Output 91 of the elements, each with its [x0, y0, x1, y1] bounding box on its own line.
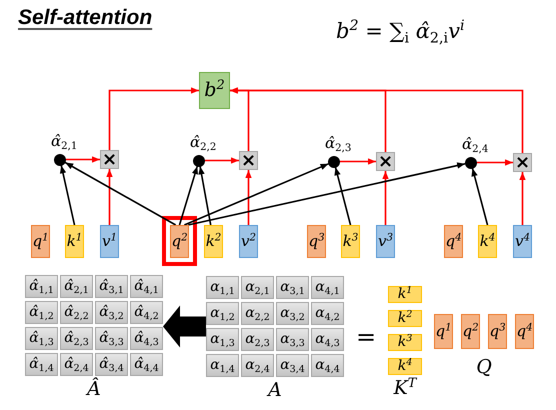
multiply-node: ×	[100, 150, 119, 169]
query-tile: q$^{2}$	[170, 225, 189, 258]
matrix-cell: α$_{2,1}$	[241, 276, 274, 299]
key-tile: k$^{3}$	[341, 225, 360, 258]
arrow	[205, 157, 239, 164]
matrix-cell: α$_{1,1}$	[206, 276, 239, 299]
score-label: α̂$_{2,2}$	[190, 135, 216, 150]
arrow	[198, 166, 212, 226]
matrix-cell: α̂$_{2,4}$	[60, 353, 93, 376]
key-tile: k$^{2}$	[204, 225, 223, 258]
matrix-cell: α̂$_{3,1}$	[95, 275, 128, 298]
query-tile: q$^{3}$	[307, 225, 326, 258]
matrix-cell: α$_{4,4}$	[311, 354, 344, 377]
key-tile: k$^{2}$	[388, 310, 422, 327]
arrow	[471, 168, 488, 226]
arrow	[340, 158, 376, 165]
matrix-cell: α̂$_{2,3}$	[60, 327, 93, 350]
value-tile: v$^{4}$	[513, 225, 532, 258]
query-tile: q$^{4}$	[515, 314, 534, 349]
matrix-cell: α$_{3,1}$	[276, 276, 309, 299]
multiply-node: ×	[376, 152, 395, 171]
score-dot	[54, 154, 66, 166]
matrix-cell: α$_{3,2}$	[276, 302, 309, 325]
title: Self-attention	[18, 6, 152, 30]
arrow	[106, 169, 113, 225]
output-tile: b$^{2}$	[199, 72, 230, 109]
query-tile: q$^{2}$	[461, 314, 480, 349]
arrow	[66, 156, 100, 163]
matrix-cell: α̂$_{1,3}$	[25, 327, 58, 350]
value-tile: v$^{3}$	[376, 225, 395, 258]
block-arrow	[163, 306, 206, 348]
matrix-cell: α̂$_{4,4}$	[130, 353, 163, 376]
matrix-cell: α̂$_{3,4}$	[95, 353, 128, 376]
score-dot	[328, 156, 340, 168]
query-tile: q$^{1}$	[434, 314, 453, 349]
score-label: α̂$_{2,3}$	[325, 136, 352, 151]
multiply-node: ×	[513, 153, 532, 172]
matrix-cell: α̂$_{2,1}$	[60, 275, 93, 298]
matrix-cell: α$_{4,3}$	[311, 328, 344, 351]
key-tile: k$^{4}$	[478, 225, 497, 258]
arrow	[230, 87, 524, 153]
matrix-cell: α̂$_{1,2}$	[25, 301, 58, 324]
query-tile: q$^{1}$	[31, 225, 50, 258]
matrix-cell: α$_{1,4}$	[206, 354, 239, 377]
equals-sign: =	[356, 324, 376, 350]
matrix-cell: α$_{2,2}$	[241, 302, 274, 325]
arrow	[382, 171, 389, 225]
matrix-cell: α$_{1,3}$	[206, 328, 239, 351]
matrix-cell: α̂$_{3,3}$	[95, 327, 128, 350]
query-tile: q$^{3}$	[488, 314, 507, 349]
multiply-node: ×	[239, 151, 258, 170]
score-dot	[465, 156, 477, 168]
arrow	[245, 170, 252, 225]
matrix-cell: α$_{2,4}$	[241, 354, 274, 377]
matrix-cell: α̂$_{1,1}$	[25, 275, 58, 298]
matrix-label: Q	[476, 358, 492, 378]
key-tile: k$^{3}$	[388, 334, 422, 351]
formula: b$^{2}$ = ∑$_{i}$ α̂$_{2,i}$v$^{i}$	[336, 20, 465, 44]
matrix-cell: α̂$_{4,3}$	[130, 327, 163, 350]
arrow	[108, 87, 199, 150]
key-tile: k$^{4}$	[388, 358, 422, 375]
arrow	[60, 165, 76, 226]
matrix-cell: α$_{3,3}$	[276, 328, 309, 351]
matrix-cell: α̂$_{4,1}$	[130, 275, 163, 298]
matrix-label: K$^{T}$	[394, 379, 416, 399]
matrix-cell: α$_{4,1}$	[311, 276, 344, 299]
arrow	[184, 163, 329, 226]
matrix-cell: α̂$_{3,2}$	[95, 301, 128, 324]
key-tile: k$^{1}$	[388, 286, 422, 303]
matrix-cell: α̂$_{4,2}$	[130, 301, 163, 324]
matrix-cell: α$_{3,4}$	[276, 354, 309, 377]
key-tile: k$^{1}$	[65, 225, 84, 258]
matrix-label: A	[268, 381, 282, 401]
arrow	[334, 167, 352, 226]
arrow	[188, 162, 466, 226]
arrow	[64, 162, 176, 226]
value-tile: v$^{1}$	[100, 225, 119, 258]
score-label: α̂$_{2,4}$	[462, 137, 488, 152]
arrow	[477, 159, 513, 166]
matrix-cell: α$_{4,2}$	[311, 302, 344, 325]
matrix-cell: α̂$_{2,2}$	[60, 301, 93, 324]
value-tile: v$^{2}$	[239, 225, 258, 258]
query-tile: q$^{4}$	[444, 225, 463, 258]
score-dot	[193, 154, 205, 166]
arrow	[519, 172, 526, 225]
score-label: α̂$_{2,1}$	[51, 134, 78, 149]
matrix-cell: α$_{2,3}$	[241, 328, 274, 351]
arrow	[178, 166, 198, 226]
matrix	[434, 314, 534, 378]
matrix-cell: α$_{1,2}$	[206, 302, 239, 325]
matrix-cell: α̂$_{1,4}$	[25, 353, 58, 376]
